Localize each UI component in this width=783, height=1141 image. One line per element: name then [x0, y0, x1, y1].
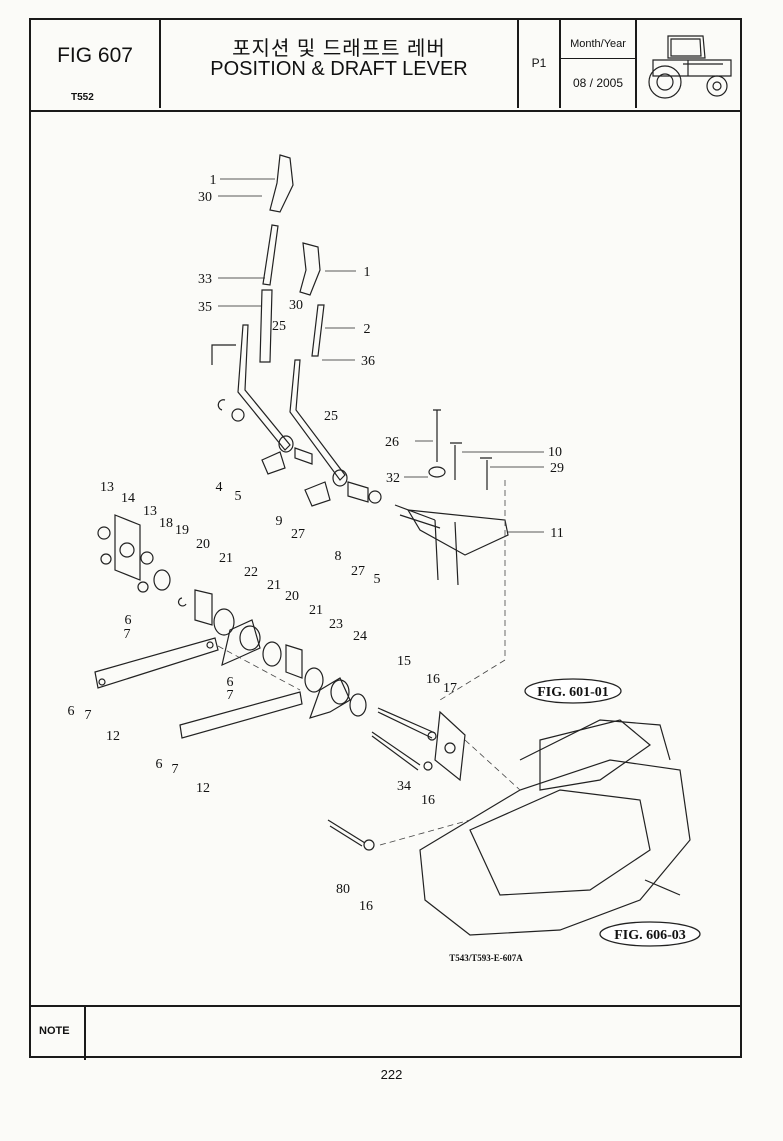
callout-20: 20 — [196, 537, 210, 552]
callout-7: 7 — [85, 708, 92, 723]
callout-22: 22 — [244, 565, 258, 580]
callout-80: 80 — [336, 882, 350, 897]
callout-10: 10 — [548, 445, 562, 460]
callout-11: 11 — [550, 526, 563, 541]
callout-25: 25 — [324, 409, 338, 424]
callout-5: 5 — [235, 489, 242, 504]
month-year-label: Month/Year — [570, 38, 626, 50]
note-label-cell: NOTE — [31, 1007, 86, 1060]
callout-1: 1 — [364, 265, 371, 280]
figure-number: FIG 607 — [57, 44, 133, 67]
callout-14: 14 — [121, 491, 135, 506]
divider — [561, 58, 635, 59]
callout-5: 5 — [374, 572, 381, 587]
callout-23: 23 — [329, 617, 343, 632]
drawing-code: T543/T593-E-607A — [449, 953, 523, 963]
callout-6: 6 — [227, 675, 234, 690]
callout-7: 7 — [124, 627, 131, 642]
callout-12: 12 — [106, 729, 120, 744]
callout-36: 36 — [361, 354, 375, 369]
callout-6: 6 — [125, 613, 132, 628]
callout-19: 19 — [175, 523, 189, 538]
callout-21: 21 — [309, 603, 323, 618]
callout-24: 24 — [353, 629, 367, 644]
model-code: T552 — [71, 92, 94, 103]
callout-25: 25 — [272, 319, 286, 334]
callout-32: 32 — [386, 471, 400, 486]
callout-7: 7 — [172, 762, 179, 777]
month-year-value: 08 / 2005 — [572, 76, 624, 90]
callout-30: 30 — [289, 298, 303, 313]
fig-ref-601-01: FIG. 601-01 — [537, 685, 609, 700]
figure-number-cell: FIG 607 T552 — [31, 20, 161, 108]
callout-9: 9 — [276, 514, 283, 529]
leader-dashes — [217, 480, 521, 846]
page-number: 222 — [380, 1067, 403, 1082]
callout-34: 34 — [397, 779, 411, 794]
title-english: POSITION & DRAFT LEVER — [210, 58, 468, 80]
diagram-drawing — [94, 154, 691, 936]
callout-20: 20 — [285, 589, 299, 604]
title-cell: 포지션 및 드래프트 레버 POSITION & DRAFT LEVER — [161, 20, 519, 108]
tractor-thumbnail-cell — [637, 20, 742, 108]
callout-4: 4 — [216, 480, 223, 495]
callout-16: 16 — [359, 899, 373, 914]
callout-27: 27 — [351, 564, 365, 579]
callout-8: 8 — [335, 549, 342, 564]
callout-leaders — [218, 178, 544, 533]
callout-1: 1 — [210, 173, 217, 188]
callout-6: 6 — [156, 757, 163, 772]
callout-17: 17 — [443, 681, 457, 696]
callout-33: 33 — [198, 272, 212, 287]
callout-15: 15 — [397, 654, 411, 669]
callout-16: 16 — [421, 793, 435, 808]
callout-16: 16 — [426, 672, 440, 687]
title-block: FIG 607 T552 포지션 및 드래프트 레버 POSITION & DR… — [31, 20, 740, 112]
month-year-cell: Month/Year 08 / 2005 — [561, 20, 637, 108]
note-label: NOTE — [39, 1025, 70, 1037]
page-ref: P1 — [531, 56, 547, 70]
callout-6: 6 — [68, 704, 75, 719]
callout-26: 26 — [385, 435, 399, 450]
callout-18: 18 — [159, 516, 173, 531]
page-frame: FIG 607 T552 포지션 및 드래프트 레버 POSITION & DR… — [29, 18, 742, 1060]
callout-27: 27 — [291, 527, 305, 542]
cross-ref-bubbles — [524, 678, 701, 947]
callout-7: 7 — [227, 688, 234, 703]
fig-ref-606-03: FIG. 606-03 — [614, 928, 686, 943]
callout-12: 12 — [196, 781, 210, 796]
callout-30: 30 — [198, 190, 212, 205]
title-korean: 포지션 및 드래프트 레버 — [232, 38, 446, 60]
callout-13: 13 — [100, 480, 114, 495]
callout-35: 35 — [198, 300, 212, 315]
callout-21: 21 — [267, 578, 281, 593]
page-ref-cell: P1 — [519, 20, 561, 108]
callout-13: 13 — [143, 504, 157, 519]
callout-2: 2 — [364, 322, 371, 337]
callout-21: 21 — [219, 551, 233, 566]
tractor-icon — [648, 35, 732, 99]
callout-29: 29 — [550, 461, 564, 476]
note-row: NOTE — [31, 1005, 740, 1060]
